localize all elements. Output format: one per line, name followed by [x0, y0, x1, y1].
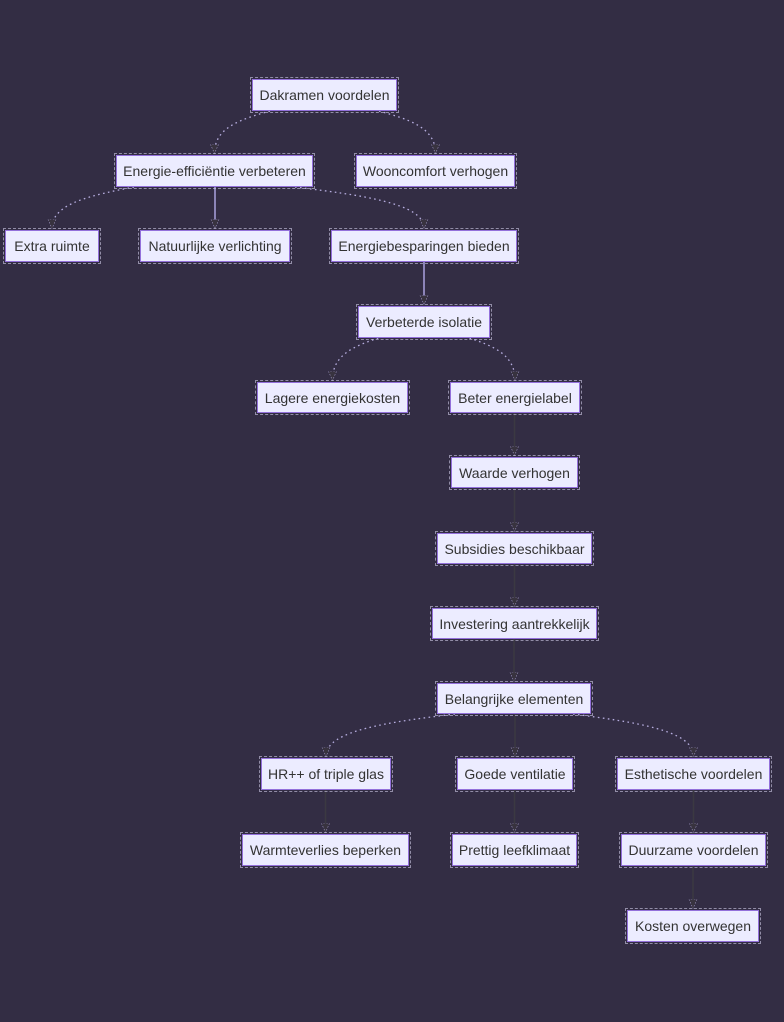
node-prettig: Prettig leefklimaat [450, 832, 579, 868]
node-esthetische: Esthetische voordelen [615, 756, 772, 792]
edge-verbeterde-lagere [333, 337, 379, 380]
edge-dakramen-energie [215, 110, 271, 153]
edge-energie-extra [52, 186, 135, 228]
node-dakramen: Dakramen voordelen [250, 77, 399, 113]
node-subsidies: Subsidies beschikbaar [435, 531, 594, 566]
node-natuurlijke: Natuurlijke verlichting [138, 228, 292, 264]
edge-verbeterde-beter [469, 337, 516, 380]
node-belangrijke: Belangrijke elementen [435, 681, 593, 716]
node-kosten: Kosten overwegen [625, 908, 761, 944]
node-energiebesparingen: Energiebesparingen bieden [329, 228, 519, 264]
edge-dakramen-wooncomfort [378, 110, 436, 153]
edge-belangrijke-esthetische [572, 713, 694, 756]
node-lagere: Lagere energiekosten [255, 380, 410, 415]
node-duurzame: Duurzame voordelen [619, 832, 768, 868]
node-verbeterde: Verbeterde isolatie [356, 304, 492, 340]
node-investering: Investering aantrekkelijk [430, 606, 599, 641]
edge-belangrijke-hr [326, 713, 456, 756]
edge-energie-energiebesparingen [294, 186, 424, 228]
node-waarde: Waarde verhogen [449, 455, 580, 490]
edges-group [52, 110, 694, 908]
node-wooncomfort: Wooncomfort verhogen [354, 153, 517, 189]
node-extra: Extra ruimte [3, 228, 101, 264]
node-hr: HR++ of triple glas [259, 756, 393, 792]
node-beter: Beter energielabel [448, 380, 582, 415]
node-warmteverlies: Warmteverlies beperken [240, 832, 411, 868]
node-energie: Energie-efficiëntie verbeteren [114, 153, 315, 189]
node-goede: Goede ventilatie [455, 756, 575, 792]
